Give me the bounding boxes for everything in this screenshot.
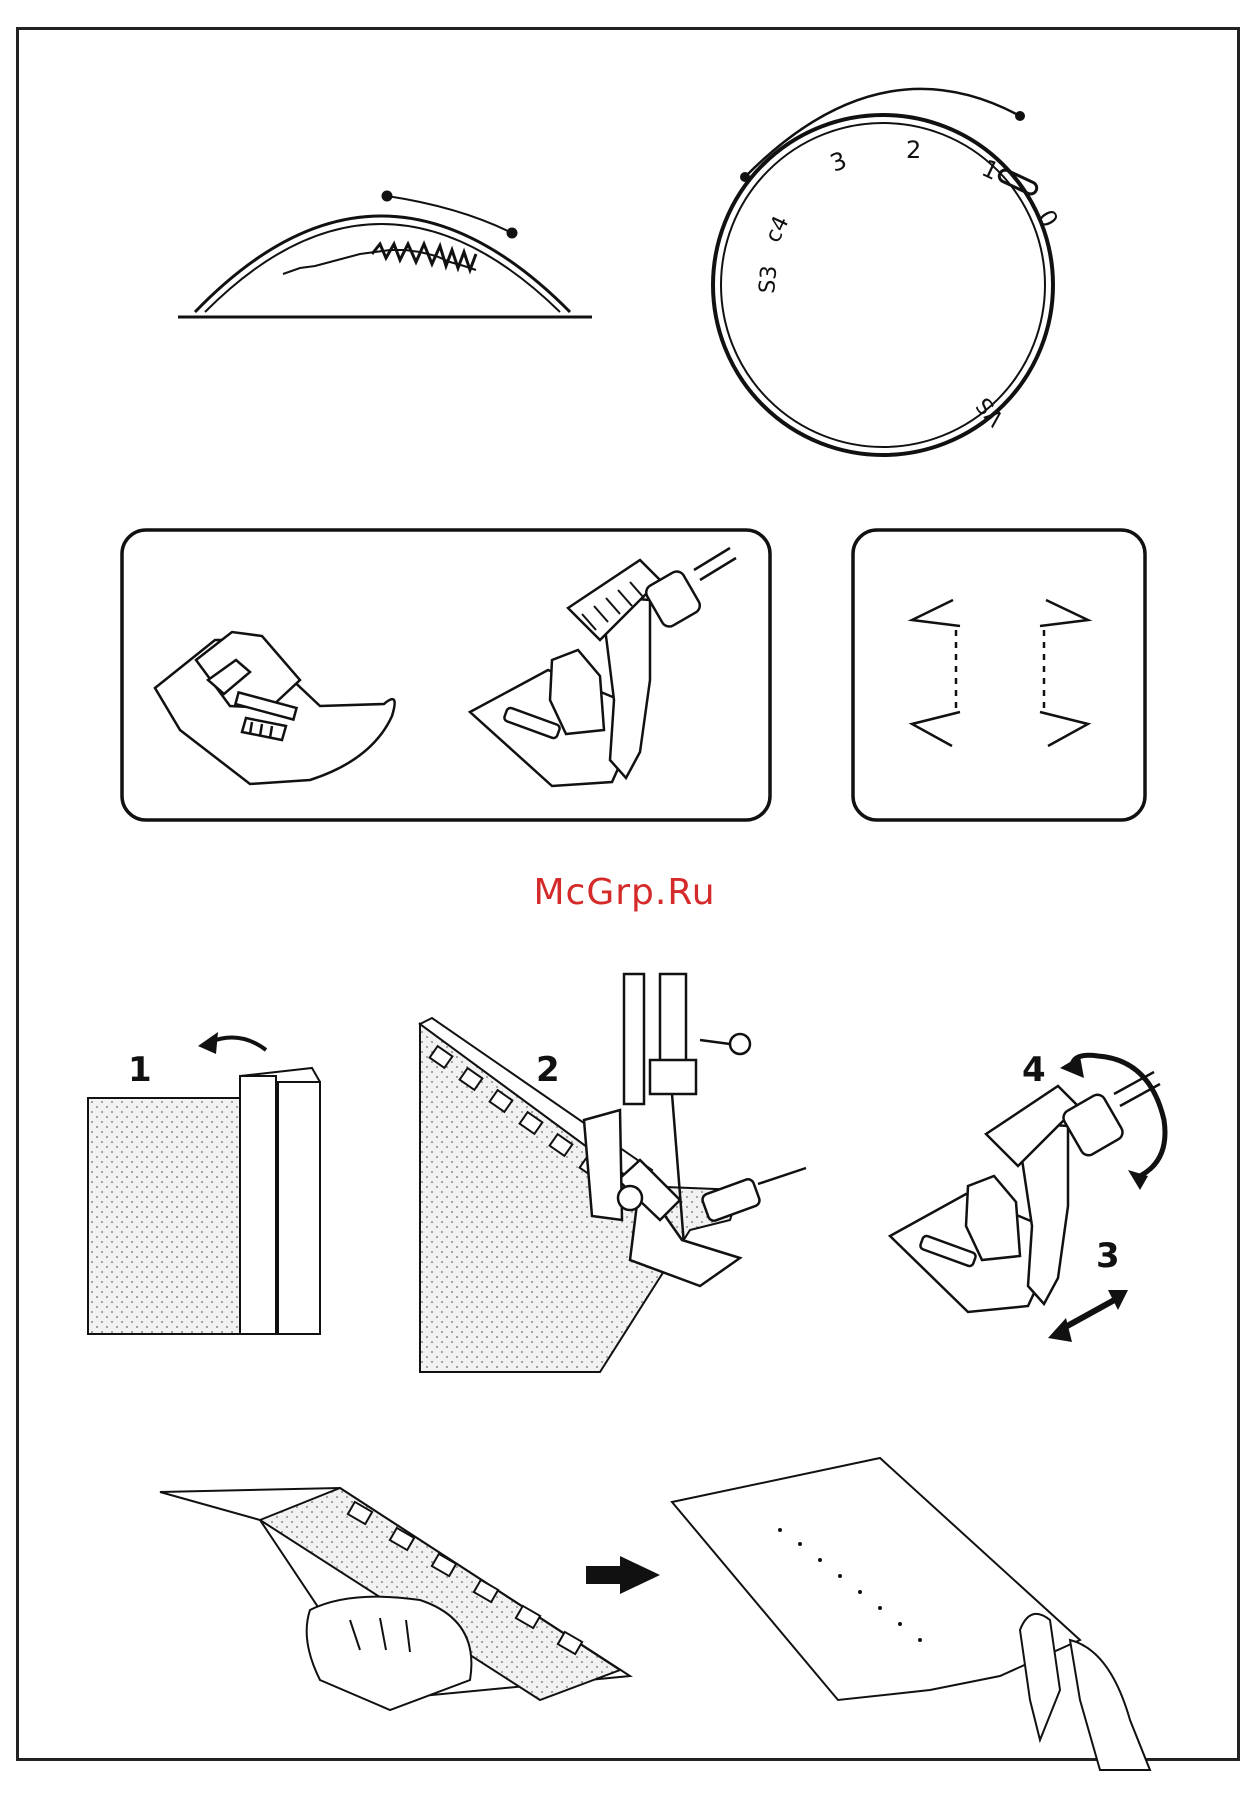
finished-hem-illustration — [160, 1488, 630, 1710]
zigzag-stitch-arc-icon — [178, 192, 592, 317]
dial-label-2: 2 — [906, 136, 921, 164]
dial-label-1: 1 — [977, 154, 1003, 186]
step-4-label: 4 — [1022, 1050, 1046, 1090]
step-1-label: 1 — [128, 1050, 152, 1090]
dial-label-c4: c4 — [761, 212, 795, 246]
dial-label-s3: S3 — [755, 264, 782, 294]
dial-label-3: 3 — [826, 146, 850, 178]
arrow-right-icon — [586, 1556, 660, 1594]
presser-foot-icon — [122, 530, 770, 820]
blind-hem-stitch-icon — [853, 530, 1145, 820]
watermark-text: McGrp.Ru — [0, 872, 1249, 913]
stitch-length-dial-icon: 0 1 2 3 c4 S3 VS — [713, 89, 1064, 455]
adjust-foot-illustration — [890, 1055, 1165, 1342]
fold-fabric-illustration — [88, 1032, 320, 1334]
step-3-label: 3 — [1096, 1236, 1120, 1276]
sewing-illustration — [420, 974, 806, 1372]
unfolded-fabric-illustration — [672, 1458, 1150, 1770]
step-2-label: 2 — [536, 1050, 560, 1090]
